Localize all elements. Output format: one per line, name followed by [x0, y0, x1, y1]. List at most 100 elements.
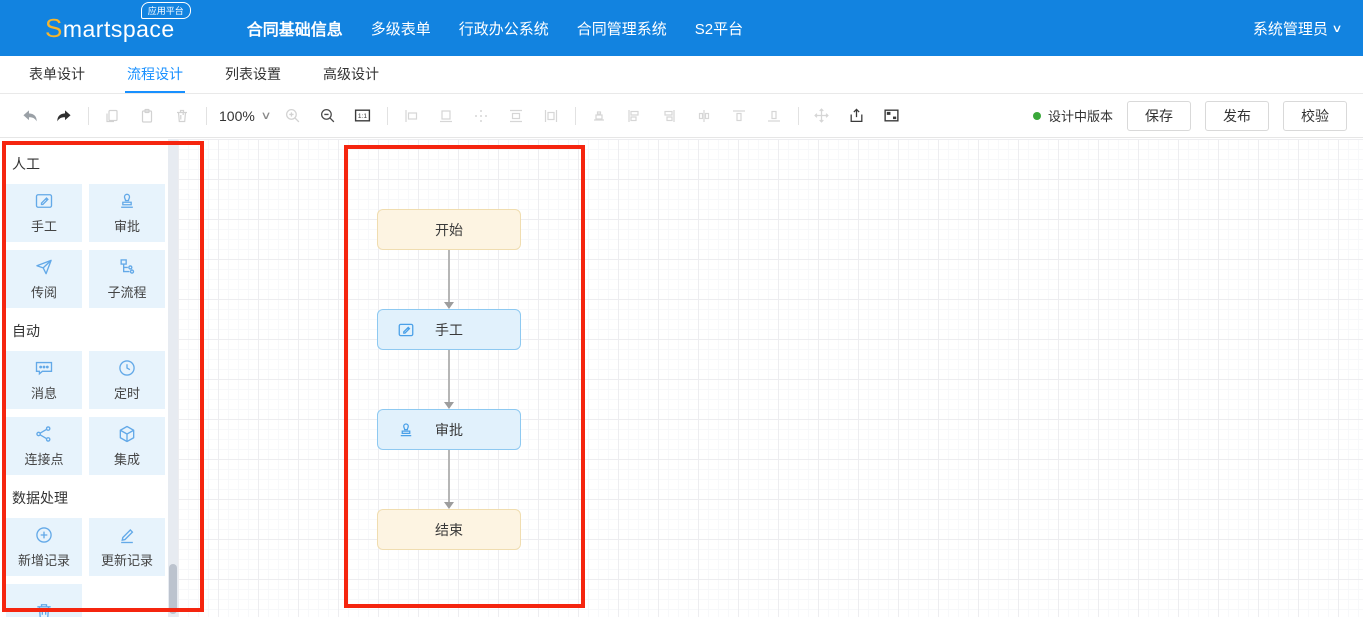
align-left-icon[interactable]	[398, 103, 424, 129]
chevron-down-icon: ∨	[260, 110, 272, 122]
palette-item-timer[interactable]: 定时	[89, 351, 165, 409]
flow-node-manual[interactable]: 手工	[377, 309, 521, 350]
tab-flow-design[interactable]: 流程设计	[125, 56, 185, 93]
palette-item-label: 审批	[113, 219, 140, 234]
clock-icon	[117, 358, 137, 378]
align-bottom-icon[interactable]	[433, 103, 459, 129]
align-right-edge-icon[interactable]	[656, 103, 682, 129]
flow-canvas[interactable]	[178, 139, 1363, 617]
zoom-in-icon[interactable]	[280, 103, 306, 129]
palette-item-label: 定时	[113, 386, 140, 401]
flow-edge-start-manual	[444, 250, 454, 309]
palette-tiles: 消息 定时 连接点 集成	[6, 351, 168, 475]
stamp-icon	[117, 191, 137, 211]
flow-node-end[interactable]: 结束	[377, 509, 521, 550]
tab-form-design[interactable]: 表单设计	[29, 66, 85, 82]
logo[interactable]: 应用平台 Smartspace	[45, 1, 191, 44]
align-bottom-edge-icon[interactable]	[761, 103, 787, 129]
palette-item-label: 连接点	[24, 452, 64, 467]
paper-plane-icon	[34, 257, 54, 277]
chevron-down-icon: ∨	[1331, 22, 1343, 35]
nav-item-admin-office[interactable]: 行政办公系统	[458, 20, 549, 38]
nav-item-contract-base[interactable]: 合同基础信息	[246, 22, 343, 39]
palette-item-label: 子流程	[107, 285, 147, 300]
toolbar-right-group: 设计中版本 保存 发布 校验	[1032, 100, 1347, 131]
flow-node-start[interactable]: 开始	[377, 209, 521, 250]
palette-item-label: 消息	[30, 386, 57, 401]
palette-item-add-record[interactable]: 新增记录	[6, 518, 82, 576]
svg-text:1:1: 1:1	[358, 113, 367, 120]
edit-square-icon	[397, 321, 415, 339]
connector-icon	[34, 424, 54, 444]
zoom-level-select[interactable]: 100% ∨	[219, 107, 272, 124]
version-status-label: 设计中版本	[1047, 109, 1113, 124]
version-status-dot	[1032, 111, 1041, 120]
cube-icon	[117, 424, 137, 444]
redo-icon[interactable]	[51, 103, 77, 129]
copy-icon[interactable]	[99, 103, 125, 129]
palette-scrollbar-thumb[interactable]	[169, 564, 177, 614]
align-top-edge-icon[interactable]	[726, 103, 752, 129]
flow-node-approve[interactable]: 审批	[377, 409, 521, 450]
validate-button[interactable]: 校验	[1283, 100, 1347, 131]
palette-item-label: 传阅	[30, 285, 57, 300]
delete-icon[interactable]	[169, 103, 195, 129]
align-h-center-icon[interactable]	[503, 103, 529, 129]
palette-tiles: 新增记录 更新记录	[6, 518, 168, 617]
plus-circle-icon	[34, 525, 54, 545]
paste-icon[interactable]	[134, 103, 160, 129]
flow-node-label: 审批	[435, 421, 463, 438]
stamp-icon	[397, 421, 415, 439]
nav-item-contract-mgmt[interactable]: 合同管理系统	[576, 20, 667, 38]
toolbar-divider	[386, 106, 388, 125]
logo-rest: martspace	[62, 15, 175, 42]
palette-item-connector[interactable]: 连接点	[6, 417, 82, 475]
flow-edge-approve-end	[444, 450, 454, 509]
palette-item-message[interactable]: 消息	[6, 351, 82, 409]
palette-item-label: 集成	[113, 452, 140, 467]
zoom-level-value: 100%	[219, 107, 255, 124]
publish-button[interactable]: 发布	[1205, 100, 1269, 131]
logo-badge: 应用平台	[140, 1, 191, 19]
subflow-icon	[117, 257, 137, 277]
palette-item-update-record[interactable]: 更新记录	[89, 518, 165, 576]
user-menu[interactable]: 系统管理员 ∨	[1253, 18, 1343, 39]
nav-item-s2-platform[interactable]: S2平台	[694, 20, 744, 38]
palette-item-manual[interactable]: 手工	[6, 184, 82, 242]
palette-item-subflow[interactable]: 子流程	[89, 250, 165, 308]
palette-item-delete-record[interactable]	[6, 584, 82, 617]
distribute-h-icon[interactable]	[691, 103, 717, 129]
undo-icon[interactable]	[16, 103, 42, 129]
palette-item-label: 更新记录	[100, 553, 153, 568]
nav-item-multilevel-form[interactable]: 多级表单	[370, 20, 431, 38]
flow-node-label: 开始	[435, 221, 463, 238]
palette-section-title-manual: 人工	[12, 156, 40, 172]
palette-item-approve[interactable]: 审批	[89, 184, 165, 242]
flow-node-label: 手工	[435, 321, 463, 338]
palette-item-integration[interactable]: 集成	[89, 417, 165, 475]
save-button[interactable]: 保存	[1127, 100, 1191, 131]
tab-list-settings[interactable]: 列表设置	[225, 66, 281, 82]
flow-node-label: 结束	[435, 521, 463, 538]
pan-icon[interactable]	[809, 103, 835, 129]
message-icon	[34, 358, 54, 378]
minimap-icon[interactable]	[879, 103, 905, 129]
palette-item-label: 新增记录	[17, 553, 70, 568]
palette-item-circulate[interactable]: 传阅	[6, 250, 82, 308]
toolbar-divider	[206, 106, 207, 125]
toolbar-divider	[797, 106, 799, 125]
align-center-point-icon[interactable]	[468, 103, 494, 129]
zoom-out-icon[interactable]	[315, 103, 341, 129]
export-icon[interactable]	[844, 103, 870, 129]
toolbar-divider	[88, 106, 89, 125]
palette-scrollbar-track[interactable]	[168, 139, 178, 617]
trash-icon	[34, 601, 54, 617]
fit-one-to-one-icon[interactable]: 1:1	[350, 103, 376, 129]
flow-toolbar: 100% ∨ 1:1	[0, 94, 1363, 138]
align-top-icon[interactable]	[586, 103, 612, 129]
tab-advanced-design[interactable]: 高级设计	[323, 66, 379, 82]
align-v-center-icon[interactable]	[538, 103, 564, 129]
palette-section-title-auto: 自动	[12, 323, 40, 339]
align-left-edge-icon[interactable]	[621, 103, 647, 129]
edit-square-icon	[34, 191, 54, 211]
